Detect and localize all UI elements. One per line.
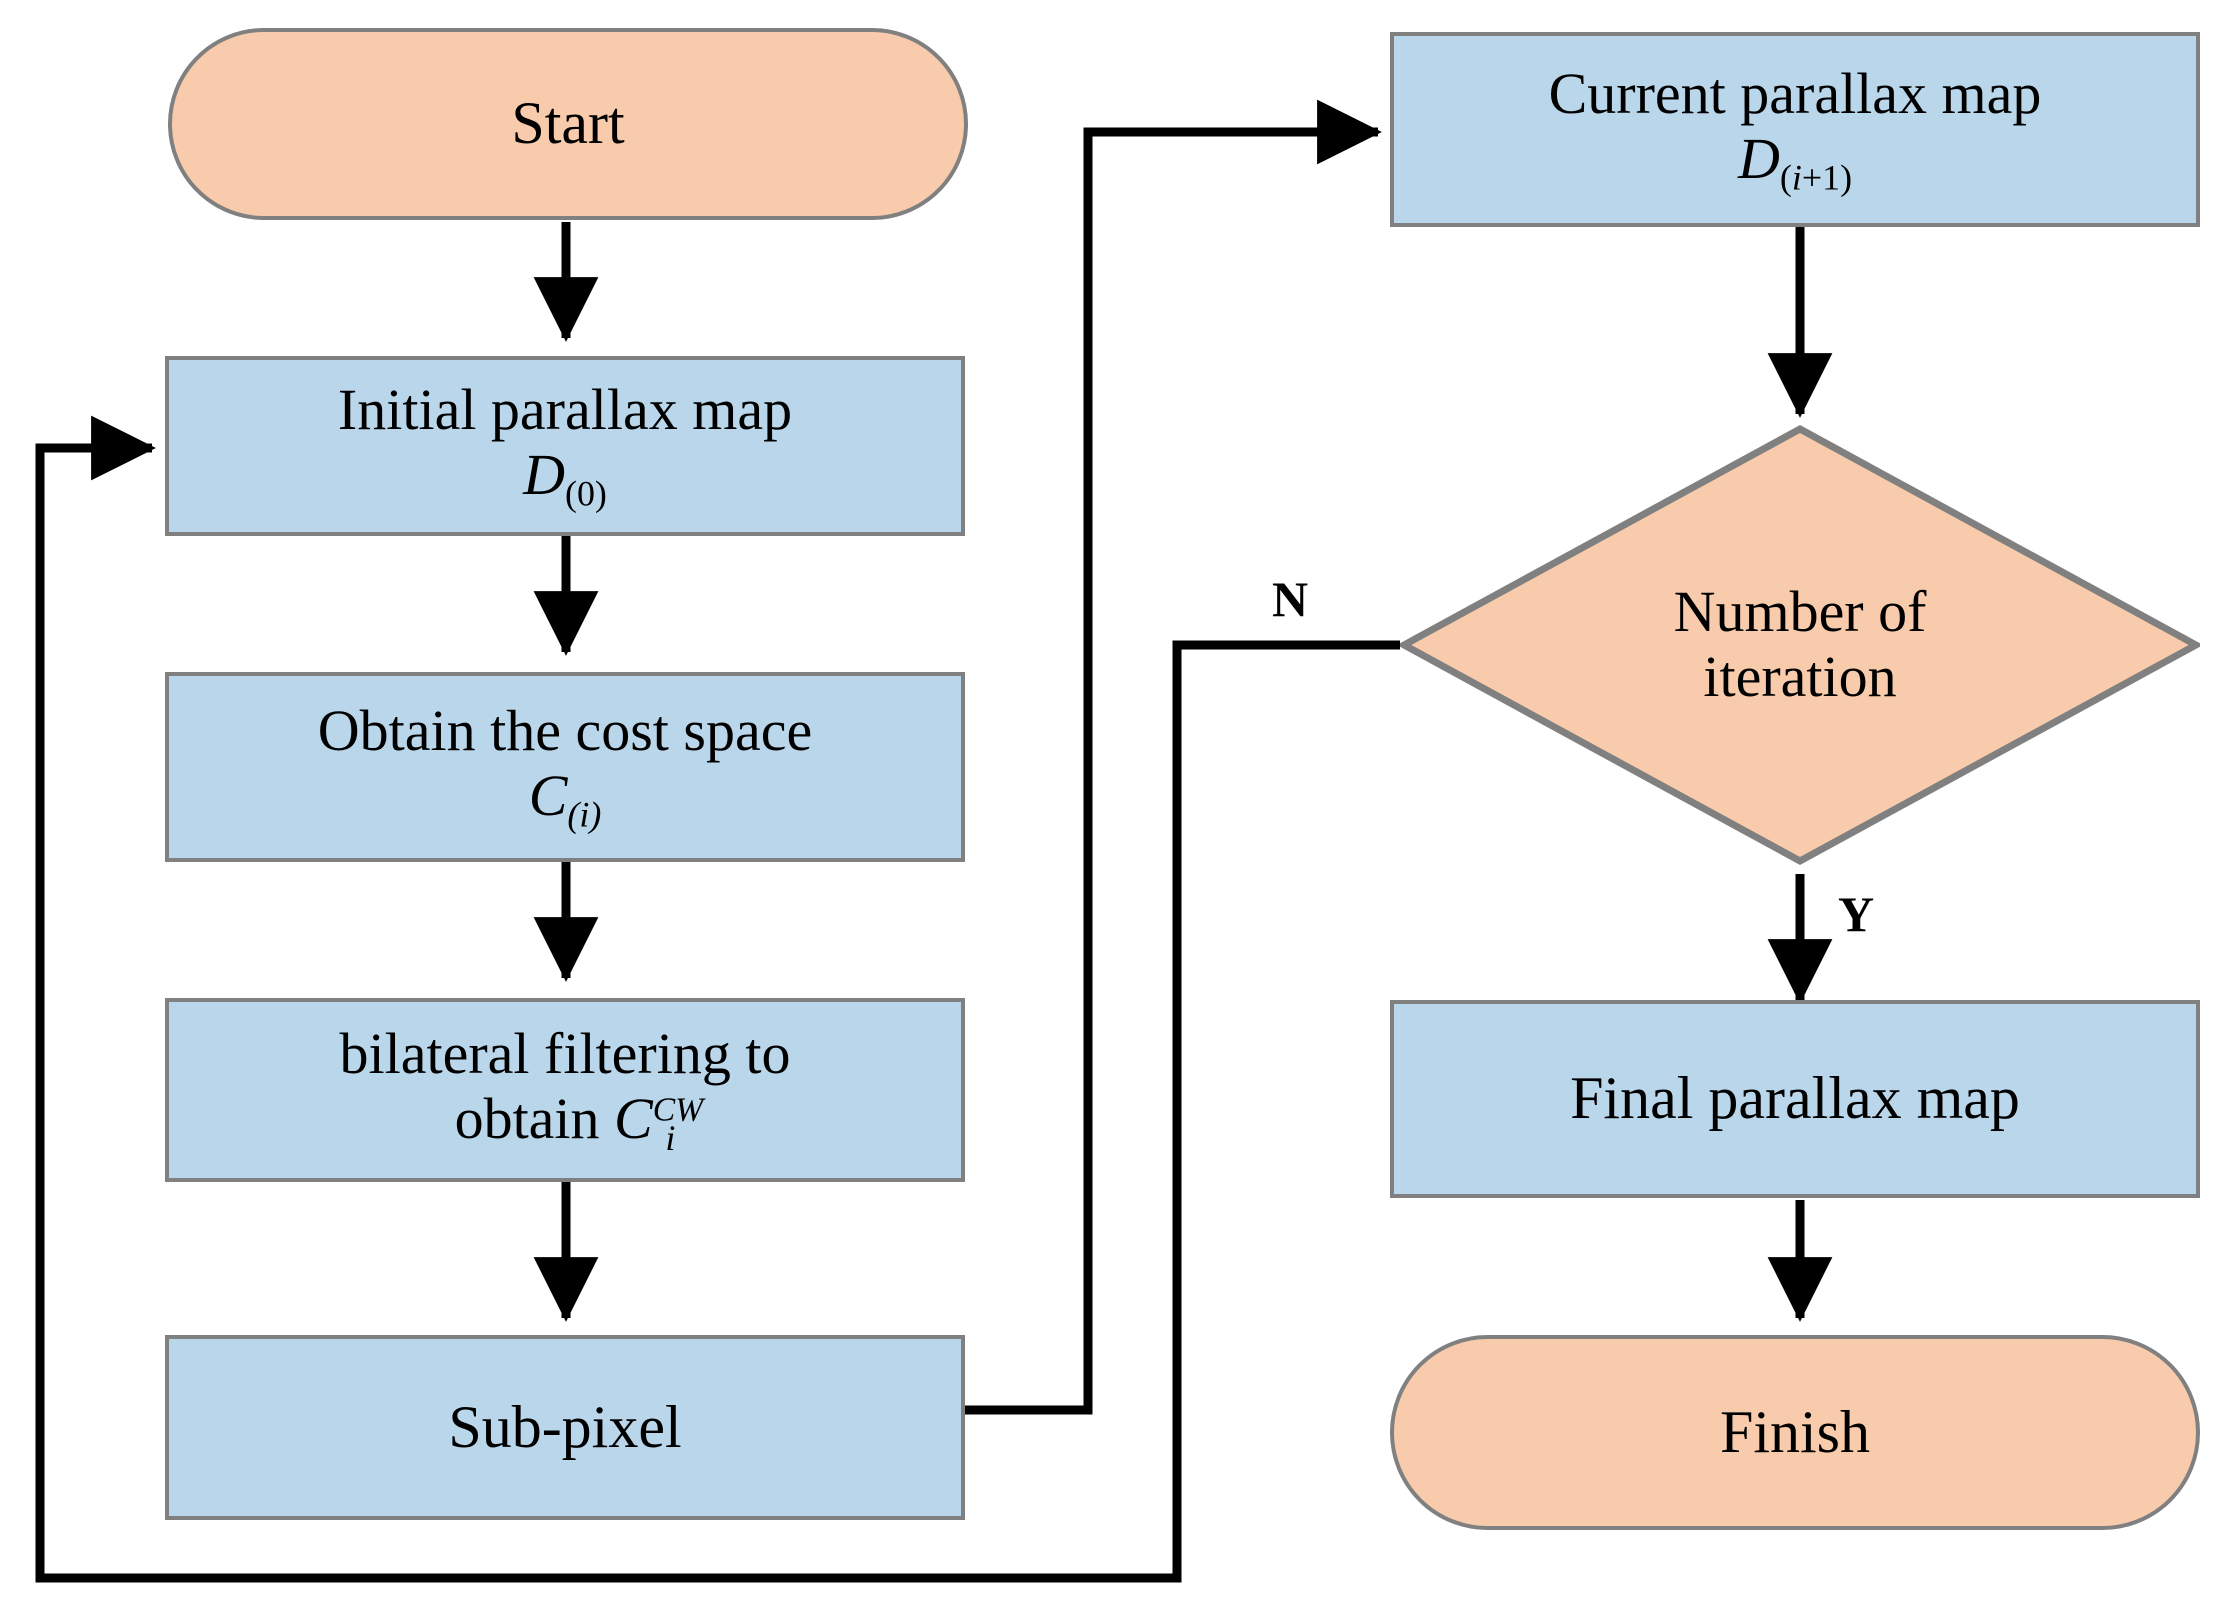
node-final-parallax-map[interactable]: Final parallax map [1390, 1000, 2200, 1198]
node-start[interactable]: Start [168, 28, 968, 220]
node-number-of-iteration[interactable]: Number of iteration [1400, 425, 2200, 865]
branch-label-no: N [1272, 571, 1309, 627]
current-parallax-var: D [1737, 125, 1780, 191]
cost-space-subscript: (i) [567, 794, 602, 835]
node-obtain-cost-space-variable: C(i) [528, 763, 602, 835]
node-obtain-cost-space[interactable]: Obtain the cost space C(i) [165, 672, 965, 862]
node-bilateral-filtering-line1: bilateral filtering to [339, 1021, 791, 1087]
bilateral-obtain-text: obtain [454, 1086, 615, 1152]
node-final-parallax-map-label: Final parallax map [1570, 1065, 2020, 1132]
node-sub-pixel[interactable]: Sub-pixel [165, 1335, 965, 1520]
node-bilateral-filtering-line2: obtain CCWi [454, 1086, 704, 1158]
decision-diamond-shape [1400, 425, 2200, 865]
node-initial-parallax-map-line1: Initial parallax map [337, 377, 793, 443]
initial-parallax-var: D [523, 442, 565, 508]
node-sub-pixel-label: Sub-pixel [448, 1393, 682, 1460]
node-bilateral-filtering[interactable]: bilateral filtering to obtain CCWi [165, 998, 965, 1182]
bilateral-superscript: CW [652, 1091, 704, 1129]
node-number-of-iteration-label: Number of iteration [1400, 425, 2200, 865]
branch-label-yes: Y [1838, 886, 1875, 942]
node-initial-parallax-map[interactable]: Initial parallax map D(0) [165, 356, 965, 536]
decision-line1: Number of [1673, 579, 1927, 645]
cost-space-var: C [528, 763, 568, 829]
decision-line2: iteration [1703, 644, 1897, 709]
node-finish[interactable]: Finish [1390, 1335, 2200, 1530]
node-obtain-cost-space-line1: Obtain the cost space [317, 698, 813, 764]
bilateral-var: C [614, 1086, 653, 1152]
node-current-parallax-map-line1: Current parallax map [1548, 60, 2042, 126]
node-start-label: Start [511, 90, 625, 157]
node-initial-parallax-map-variable: D(0) [523, 442, 607, 514]
bilateral-subscript: i [665, 1117, 676, 1158]
current-parallax-subscript: (i+1) [1779, 157, 1853, 198]
node-current-parallax-map-variable: D(i+1) [1737, 125, 1853, 198]
edge-subpixel-to-current [960, 99, 1382, 1415]
node-finish-label: Finish [1719, 1398, 1871, 1465]
edge-decision-no-to-initial [35, 415, 1400, 1583]
node-current-parallax-map[interactable]: Current parallax map D(i+1) [1390, 32, 2200, 227]
initial-parallax-subscript: (0) [564, 473, 607, 514]
